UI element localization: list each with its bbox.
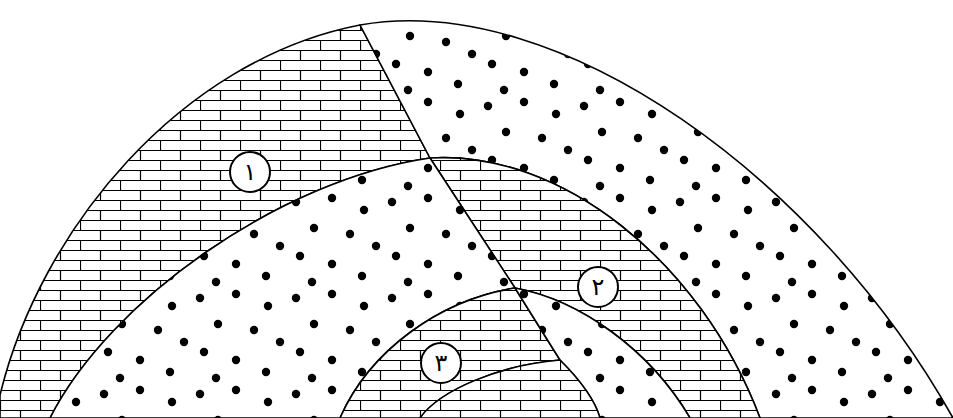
callout-number: ۱ — [229, 151, 271, 193]
callout-number: ۲ — [577, 266, 619, 308]
callout-number: ۳ — [420, 342, 462, 384]
